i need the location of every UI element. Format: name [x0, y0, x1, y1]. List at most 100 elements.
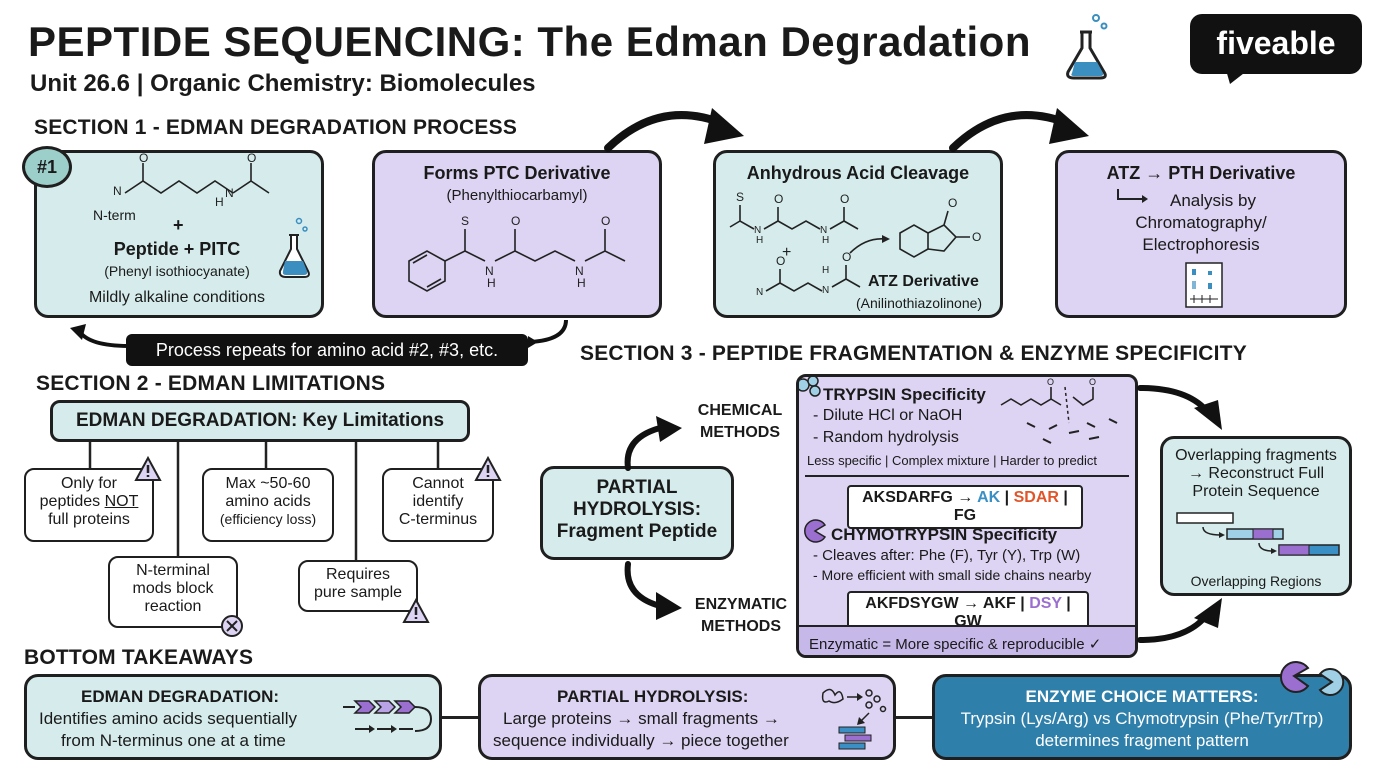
badge-text: #1 [36, 157, 58, 177]
nterm-label: N-term [93, 207, 136, 223]
svg-text:S: S [461, 214, 469, 228]
seq-sep: | [1063, 489, 1068, 506]
svg-text:N: N [754, 225, 761, 236]
lim4-line1: N-terminal [136, 562, 210, 579]
lim3-line2: identify [412, 493, 464, 510]
enzyme-panel: TRYPSIN Specificity - Dilute HCl or NaOH… [796, 374, 1138, 658]
lim2-line2: amino acids [225, 493, 311, 510]
trypsin-note: Less specific | Complex mixture | Harder… [807, 453, 1097, 468]
takeaway-3-title: ENZYME CHOICE MATTERS: [1025, 687, 1259, 706]
section1-heading: SECTION 1 - EDMAN DEGRADATION PROCESS [34, 116, 518, 139]
hydrolysis-fragments: O O [1000, 377, 1118, 444]
takeaway-2: PARTIAL HYDROLYSIS: Large proteins → sma… [478, 674, 896, 760]
trypsin-divider [805, 475, 1129, 477]
pacman-enzyme-icon [804, 519, 827, 543]
svg-text:O: O [842, 250, 851, 264]
section2-heading: SECTION 2 - EDMAN LIMITATIONS [36, 372, 386, 395]
svg-text:O: O [948, 196, 957, 210]
svg-text:H: H [577, 276, 586, 290]
lim5-line1: Requires [325, 566, 391, 583]
takeaway-2-line1: Large proteins → small fragments → [503, 709, 780, 728]
svg-text:O: O [601, 214, 610, 228]
atz-sublabel: (Anilinothiazolinone) [856, 295, 983, 311]
limitations-main-box: EDMAN DEGRADATION: Key Limitations [50, 400, 470, 442]
arrow-to-overlap-top [1137, 385, 1222, 430]
takeaways-heading: BOTTOM TAKEAWAYS [24, 646, 254, 669]
takeaway-2-title: PARTIAL HYDROLYSIS: [557, 687, 749, 706]
svg-text:N: N [756, 287, 763, 298]
step4-box: ATZ → PTH Derivative Analysis by Chromat… [1055, 150, 1347, 318]
step4-title: ATZ → PTH Derivative [1106, 163, 1296, 183]
overlap-box: Overlapping fragments → Reconstruct Full… [1160, 436, 1352, 596]
chymo-frag-2: DSY [1029, 595, 1062, 612]
ptc-structure: S NH O NH O [408, 214, 626, 292]
overlap-line3: Protein Sequence [1192, 483, 1320, 500]
chemical-label-2: METHODS [700, 424, 780, 441]
page-subtitle: Unit 26.6 | Organic Chemistry: Biomolecu… [30, 70, 536, 97]
warning-icon [134, 455, 162, 481]
repeat-text: Process repeats for amino acid #2, #3, e… [155, 340, 499, 360]
trypsin-sequence: AKSDARFG → AK | SDAR | FG [847, 485, 1083, 529]
lim2-line1: Max ~50-60 [225, 475, 311, 492]
logo-text: fiveable [1216, 25, 1336, 61]
step4-line2: Chromatography/ [1135, 213, 1267, 232]
chymotrypsin-bullet-2: - More efficient with small side chains … [813, 567, 1092, 583]
arrow-to-overlap-bottom [1137, 598, 1222, 643]
seq-sep: | [1020, 595, 1025, 612]
svg-text:O: O [840, 192, 849, 206]
enzyme-footer: Enzymatic = More specific & reproducible… [799, 625, 1135, 655]
cleavage-structure: S NH O NH O + N O NH O OO [729, 190, 981, 298]
warning-icon [474, 455, 502, 481]
enzymatic-label-1: ENZYMATIC [694, 596, 788, 613]
lim5-line2: pure sample [313, 584, 403, 601]
chymotrypsin-bullet-1: - Cleaves after: Phe (F), Tyr (Y), Trp (… [813, 547, 1081, 564]
trypsin-title: TRYPSIN Specificity [823, 385, 986, 404]
svg-text:H: H [487, 276, 496, 290]
limitation-card-4: N-terminal mods block reaction [108, 556, 238, 628]
cancel-icon [221, 615, 243, 637]
svg-text:O: O [776, 254, 785, 268]
limitation-card-2: Max ~50-60 amino acids (efficiency loss) [202, 468, 334, 542]
trypsin-frag-2: SDAR [1013, 489, 1059, 506]
partial-hydrolysis-box: PARTIAL HYDROLYSIS: Fragment Peptide [540, 466, 734, 560]
sequential-arrows-icon [343, 700, 433, 733]
lim2-line3: (efficiency loss) [219, 511, 317, 527]
enzymatic-label-2: METHODS [701, 618, 781, 635]
takeaway-1-line1: Identifies amino acids sequentially [39, 709, 297, 728]
partial-line1: PARTIAL [596, 477, 678, 498]
svg-text:O: O [1047, 377, 1054, 387]
svg-text:N: N [113, 184, 122, 198]
step3-title: Anhydrous Acid Cleavage [746, 163, 970, 183]
limitations-main-text: EDMAN DEGRADATION: Key Limitations [75, 410, 445, 431]
lim3-line3: C-terminus [398, 511, 478, 528]
fragmentation-icon [821, 688, 887, 750]
arrow-to-enzymatic [624, 561, 682, 620]
step4-line1: Analysis by [1170, 191, 1256, 210]
lim3-line1: Cannot [412, 475, 464, 492]
enzyme-footer-text: Enzymatic = More specific & reproducible… [809, 636, 1102, 653]
limitations-connectors [88, 442, 440, 560]
overlap-line1: Overlapping fragments [1175, 447, 1337, 464]
svg-text:O: O [139, 151, 148, 165]
takeaway-1: EDMAN DEGRADATION: Identifies amino acid… [24, 674, 442, 760]
overlap-line2: → Reconstruct Full [1187, 465, 1325, 482]
seq-arrow: → [963, 595, 980, 612]
takeaway-3: ENZYME CHOICE MATTERS: Trypsin (Lys/Arg)… [932, 674, 1352, 760]
chymotrypsin-title: CHYMOTRYPSIN Specificity [831, 525, 1058, 544]
svg-text:N: N [820, 225, 827, 236]
svg-text:O: O [511, 214, 520, 228]
flask-icon [278, 217, 310, 278]
chymo-frag-1: AKF [982, 595, 1016, 612]
chymo-seq-in: AKFDSYGW [865, 595, 959, 612]
seq-sep: | [1066, 595, 1071, 612]
svg-text:N: N [225, 186, 234, 200]
chemical-label-1: CHEMICAL [697, 402, 783, 419]
section3-heading: SECTION 3 - PEPTIDE FRAGMENTATION & ENZY… [580, 342, 1247, 365]
trypsin-frag-1: AK [977, 489, 1001, 506]
svg-text:+: + [782, 244, 791, 261]
step-badge: #1 [22, 146, 72, 188]
takeaway-1-title: EDMAN DEGRADATION: [81, 687, 280, 706]
trypsin-frag-3: FG [953, 507, 977, 524]
